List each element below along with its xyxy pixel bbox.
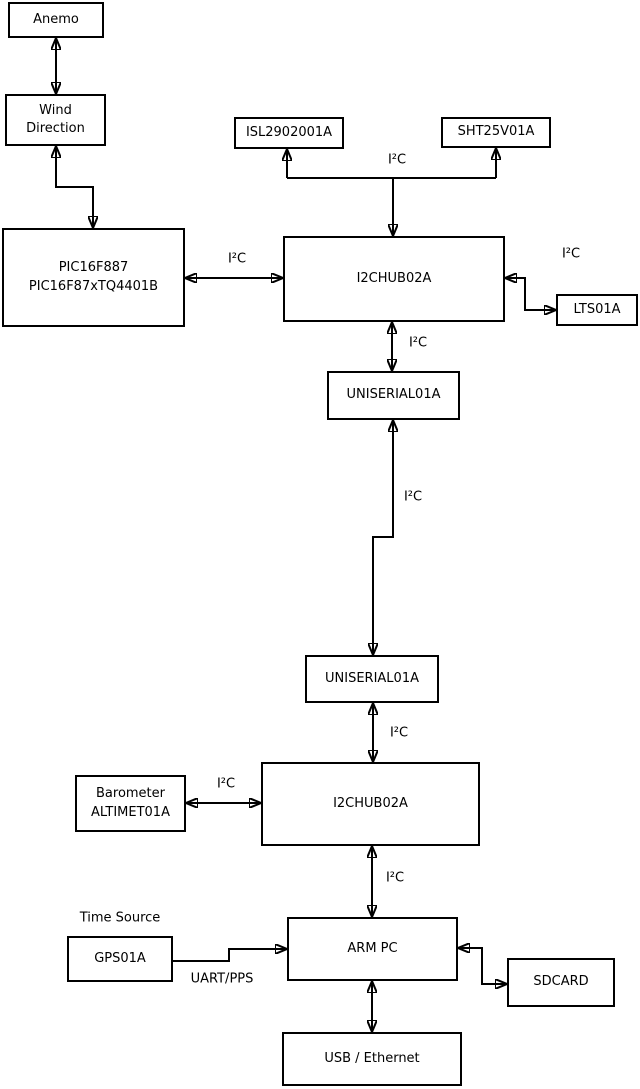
i2c-label-hub1-lts: I²C	[561, 246, 581, 262]
edge-wind-pic	[56, 146, 93, 228]
node-sht25v01a: SHT25V01A	[441, 117, 551, 148]
node-i2chub02a-2: I2CHUB02A	[261, 762, 480, 846]
time-source-label: Time Source	[79, 910, 161, 926]
node-sdcard: SDCARD	[507, 958, 615, 1007]
node-isl2902001a-label: ISL2902001A	[245, 124, 333, 140]
node-gps01a-label: GPS01A	[94, 950, 146, 966]
node-uniserial01a-2: UNISERIAL01A	[305, 655, 439, 703]
node-lts01a-label: LTS01A	[573, 301, 621, 317]
node-isl2902001a: ISL2902001A	[234, 117, 344, 149]
edge-uniserial1-uniserial2	[373, 420, 393, 655]
node-usb-ethernet: USB / Ethernet	[282, 1032, 462, 1086]
node-wind-direction-label-line2: Direction	[26, 121, 85, 136]
node-gps01a: GPS01A	[67, 936, 173, 982]
node-uniserial01a-1-label: UNISERIAL01A	[346, 387, 441, 403]
node-sdcard-label: SDCARD	[533, 974, 589, 990]
node-barometer-altimet01a: Barometer ALTIMET01A	[75, 775, 186, 832]
node-arm-pc: ARM PC	[287, 917, 458, 981]
node-anemo-label: Anemo	[33, 11, 79, 27]
node-wind-direction-label-line1: Wind	[39, 102, 72, 118]
node-lts01a: LTS01A	[556, 294, 638, 326]
i2c-label-uniserial1-uniserial2: I²C	[403, 489, 423, 505]
edge-arm-sdcard	[458, 948, 507, 984]
node-arm-pc-label: ARM PC	[347, 940, 398, 956]
i2c-label-uniserial2-hub2: I²C	[389, 725, 409, 741]
node-wind-direction: Wind Direction	[5, 94, 106, 146]
node-anemo: Anemo	[8, 2, 104, 38]
node-sht25v01a-label: SHT25V01A	[457, 124, 535, 140]
i2c-label-pic-hub1: I²C	[227, 251, 247, 267]
node-barometer-label-line2: ALTIMET01A	[91, 804, 170, 820]
i2c-label-barometer-hub2: I²C	[216, 776, 236, 792]
node-pic16f887: PIC16F887 PIC16F87xTQ4401B	[2, 228, 185, 327]
uart-pps-label: UART/PPS	[190, 971, 254, 987]
node-usb-ethernet-label: USB / Ethernet	[324, 1050, 420, 1066]
i2c-label-isl-sht: I²C	[387, 152, 407, 168]
i2c-label-hub2-arm: I²C	[385, 870, 405, 886]
node-i2chub02a-1-label: I2CHUB02A	[356, 270, 432, 286]
edge-hub1-lts	[505, 278, 556, 310]
i2c-label-hub1-uniserial1: I²C	[408, 335, 428, 351]
node-uniserial01a-1: UNISERIAL01A	[327, 371, 460, 420]
node-pic16f887-label-line1: PIC16F887	[58, 260, 129, 276]
node-i2chub02a-2-label: I2CHUB02A	[333, 795, 408, 811]
node-uniserial01a-2-label: UNISERIAL01A	[325, 670, 419, 686]
edge-gps-arm	[173, 949, 287, 962]
node-pic16f887-label-line2: PIC16F87xTQ4401B	[28, 278, 159, 294]
node-i2chub02a-1: I2CHUB02A	[283, 236, 505, 322]
node-barometer-label-line1: Barometer	[96, 786, 165, 802]
